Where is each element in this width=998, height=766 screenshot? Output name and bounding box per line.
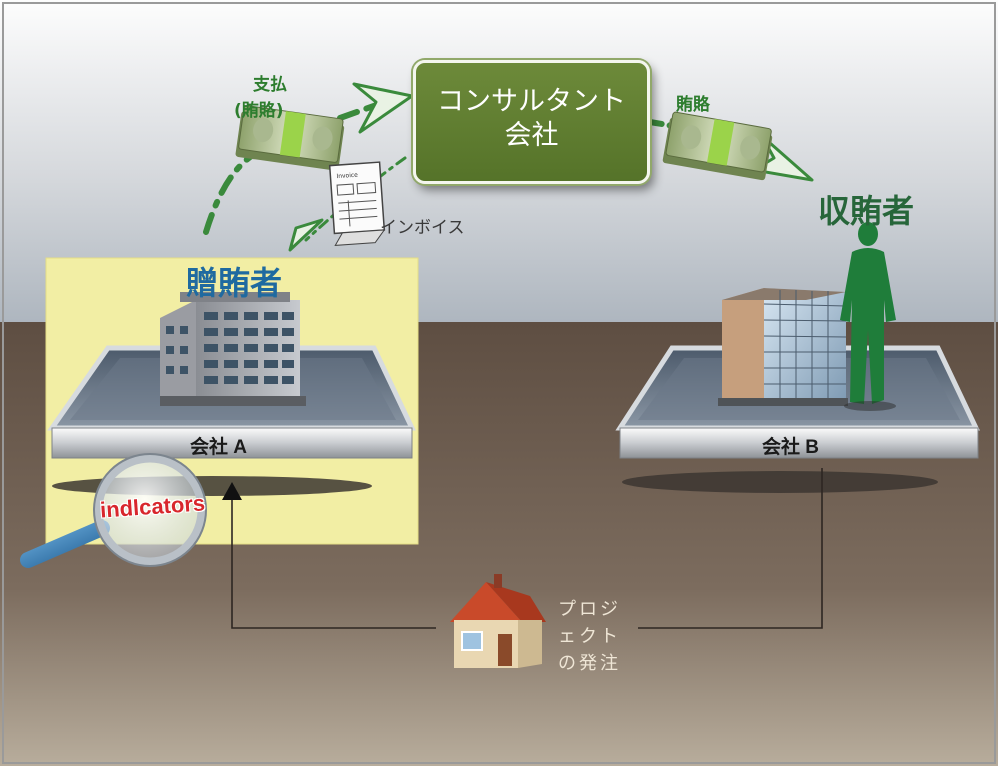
invoice-doc-title: Invoice — [336, 172, 358, 181]
company-b-label: 会社 B — [762, 437, 820, 458]
project-label-line1: プロジ — [558, 599, 621, 620]
bribe-label-right: 賄賂 — [676, 95, 710, 115]
magnifying-glass-icon — [20, 453, 207, 568]
recipient-person-icon — [840, 222, 896, 411]
project-label-line3: の発注 — [558, 653, 621, 674]
building-a-icon — [160, 292, 306, 406]
consultant-label-line2: 会社 — [504, 120, 559, 151]
payment-label-line2: (賄賂) — [234, 101, 284, 121]
project-label-line2: ェクト — [558, 626, 621, 647]
invoice-document-icon: Invoice — [328, 161, 386, 246]
company-a-label: 会社 A — [190, 437, 248, 458]
project-order-label: プロジ ェクト の発注 — [558, 596, 621, 677]
invoice-label: インボイス — [380, 218, 465, 238]
building-b-icon — [718, 288, 848, 406]
consultant-label-line1: コンサルタント — [437, 86, 626, 117]
payment-label: 支払 — [240, 70, 300, 95]
up-arrowhead-icon — [222, 482, 242, 500]
house-icon — [450, 574, 546, 668]
consultant-company-box: コンサルタント 会社 — [413, 60, 650, 184]
money-stack-left-icon — [235, 105, 345, 171]
money-stack-right-icon — [662, 111, 773, 181]
payment-label-line1: 支払 — [253, 75, 287, 95]
briber-label: 贈賄者 — [186, 264, 283, 302]
project-order-lines — [231, 468, 823, 629]
recipient-label: 収賄者 — [818, 192, 915, 230]
